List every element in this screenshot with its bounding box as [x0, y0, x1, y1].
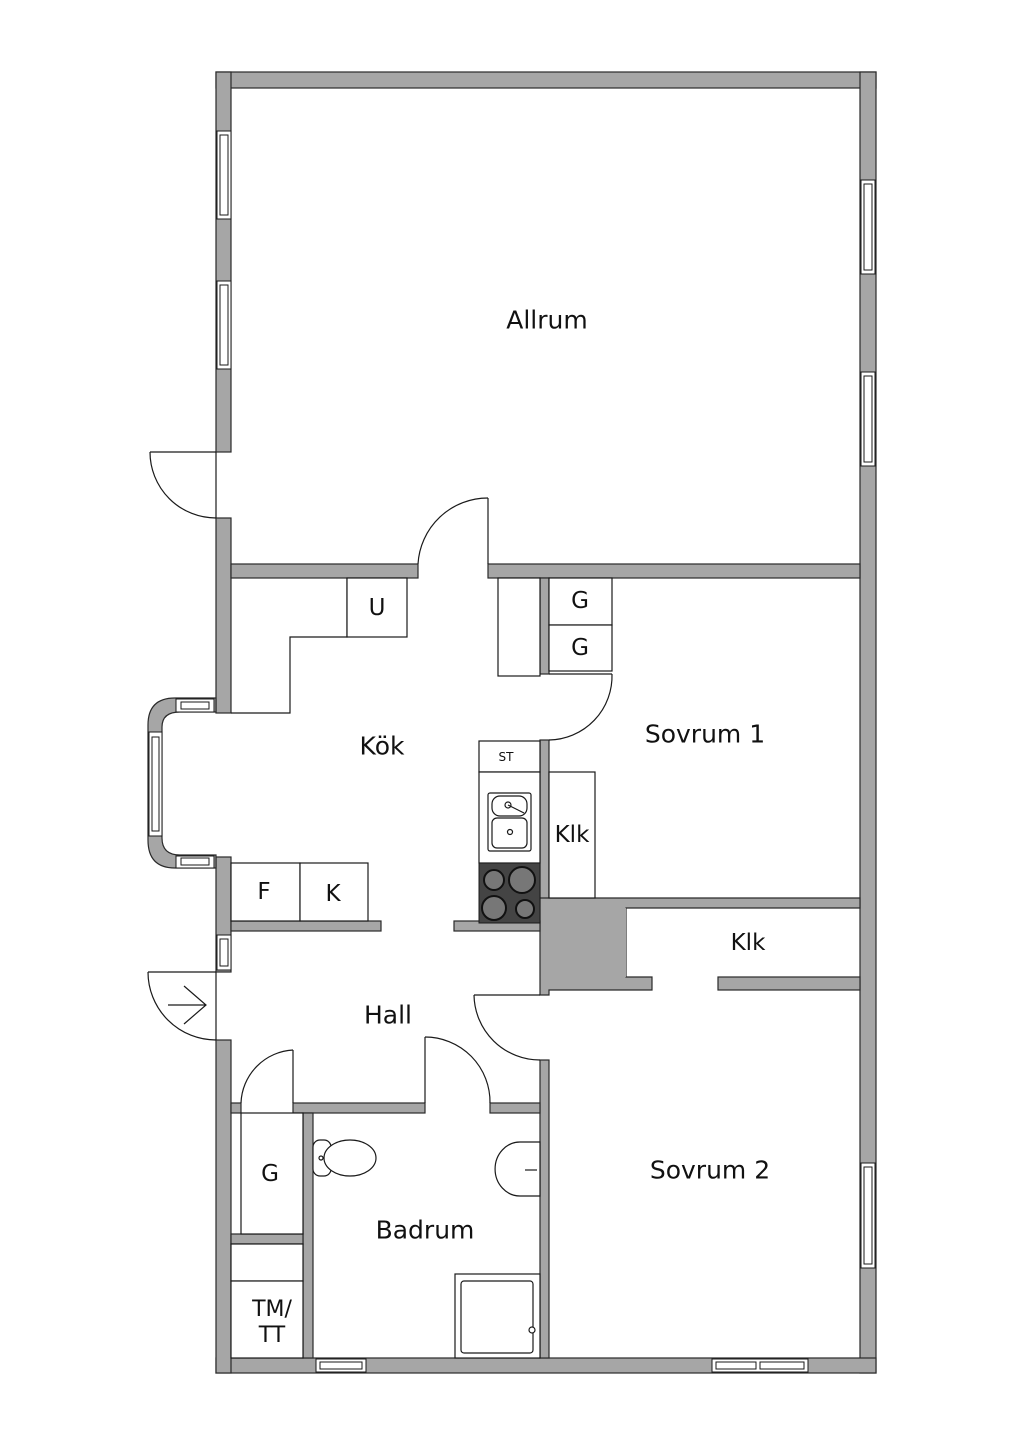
fixture-label-tmtt-line1: TM/	[252, 1297, 292, 1322]
fixture-label-g2: G	[571, 635, 589, 661]
fixture-label-u: U	[368, 595, 386, 621]
shower-icon	[454, 1273, 541, 1359]
interior-walls	[230, 563, 861, 1359]
fixture-label-klk2: Klk	[730, 930, 766, 956]
fixture-label-tmtt-line2: TT	[258, 1323, 286, 1348]
fixture-label-g3: G	[261, 1161, 279, 1187]
fixture-label-st: ST	[498, 750, 514, 764]
bay-window	[147, 697, 217, 869]
washbasin-icon	[494, 1141, 541, 1197]
room-label-sovrum-2: Sovrum 2	[649, 1155, 771, 1185]
wall-block	[549, 908, 626, 977]
stove-icon	[478, 862, 541, 924]
fixture-label-f: F	[257, 879, 271, 905]
fixture-label-g1: G	[571, 588, 589, 614]
room-label-hall: Hall	[363, 1000, 413, 1030]
windows	[216, 130, 876, 1373]
kitchen-sink-icon	[487, 792, 532, 852]
fixture-label-tmtt: TM/ TT	[252, 1297, 292, 1349]
room-label-kok: Kök	[359, 731, 405, 761]
doors	[147, 451, 613, 1104]
room-label-sovrum-1: Sovrum 1	[644, 719, 766, 749]
fixture-label-k: K	[325, 881, 341, 907]
room-label-badrum: Badrum	[375, 1215, 475, 1245]
room-label-allrum: Allrum	[506, 305, 588, 335]
toilet-icon	[312, 1139, 377, 1177]
fixtures	[230, 577, 613, 1359]
fixture-label-klk1: Klk	[554, 822, 590, 848]
